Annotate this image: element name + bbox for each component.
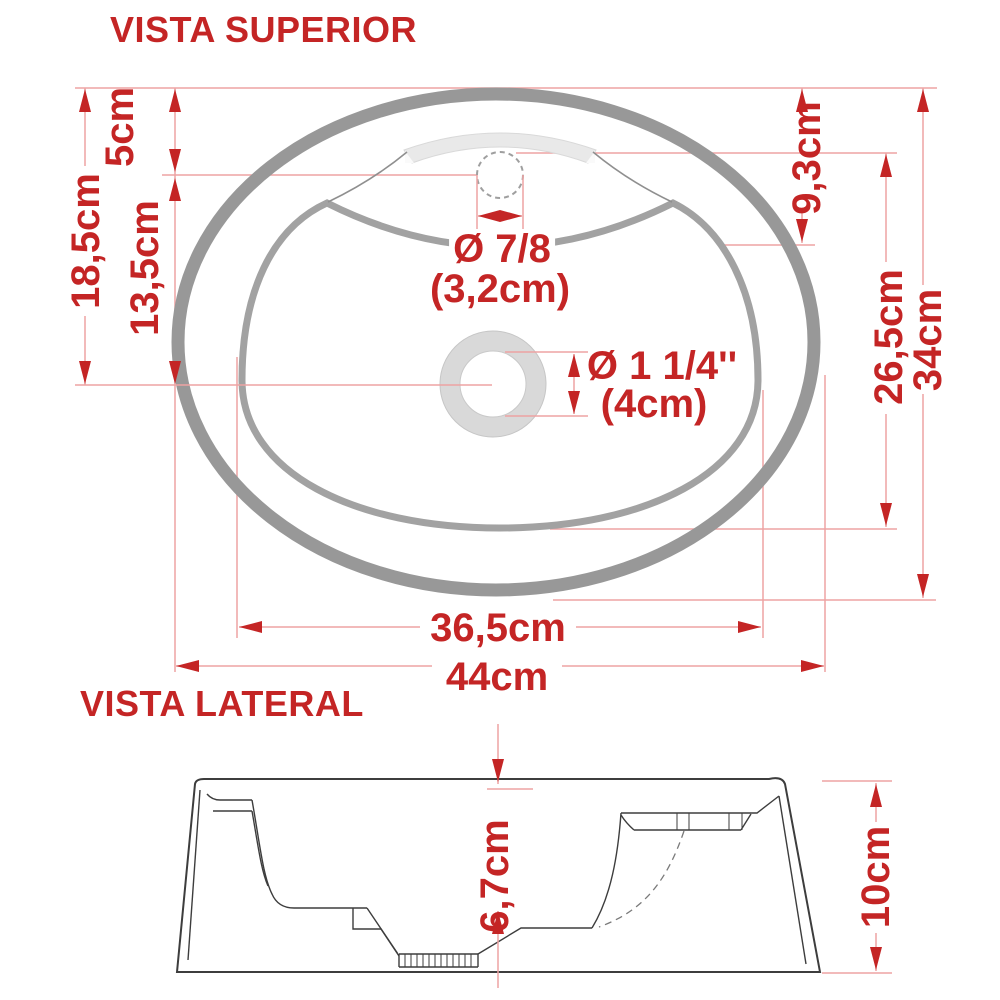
side-outer-outline — [175, 777, 822, 973]
label-overall-width-44cm: 44cm — [445, 655, 549, 699]
hidden-edge-dashed — [598, 830, 685, 928]
label-rim-offset-9-3cm: 9,3cm — [785, 101, 829, 215]
label-faucet-offset-5cm: 5cm — [98, 86, 142, 168]
sink-outer-rim — [171, 87, 821, 597]
side-inner-profile — [187, 789, 807, 968]
label-basin-width-36-5cm: 36,5cm — [430, 606, 566, 650]
dimension-arrows — [79, 89, 929, 970]
label-faucet-diameter: Ø 7/8 — [449, 229, 555, 269]
faucet-hole — [476, 151, 524, 199]
deck-section-ticks — [676, 813, 743, 830]
top-view-drawing — [171, 87, 821, 597]
top-view-title: VISTA SUPERIOR — [110, 9, 418, 50]
label-overall-length-34cm: 34cm — [906, 288, 950, 392]
side-view-drawing — [175, 777, 822, 973]
label-drain-diameter: Ø 1 1/4'' — [586, 344, 738, 388]
faucet-deck-notch-right — [586, 151, 595, 163]
label-drain-offset-13-5cm: 13,5cm — [123, 200, 167, 336]
label-side-overall-height-10cm: 10cm — [854, 825, 898, 929]
drain-hole — [459, 350, 527, 418]
faucet-deck-notch-left — [405, 151, 414, 163]
label-drain-diameter-cm: (4cm) — [600, 382, 708, 426]
label-basin-depth-6-7cm: 6,7cm — [473, 819, 517, 933]
label-overall-height-18-5cm: 18,5cm — [64, 173, 108, 309]
label-faucet-diameter-cm: (3,2cm) — [429, 267, 571, 311]
deck-edge-curves — [327, 151, 673, 203]
drain-hatch — [404, 954, 472, 967]
side-view-title: VISTA LATERAL — [80, 683, 364, 724]
label-basin-length-26-5cm: 26,5cm — [867, 269, 911, 405]
